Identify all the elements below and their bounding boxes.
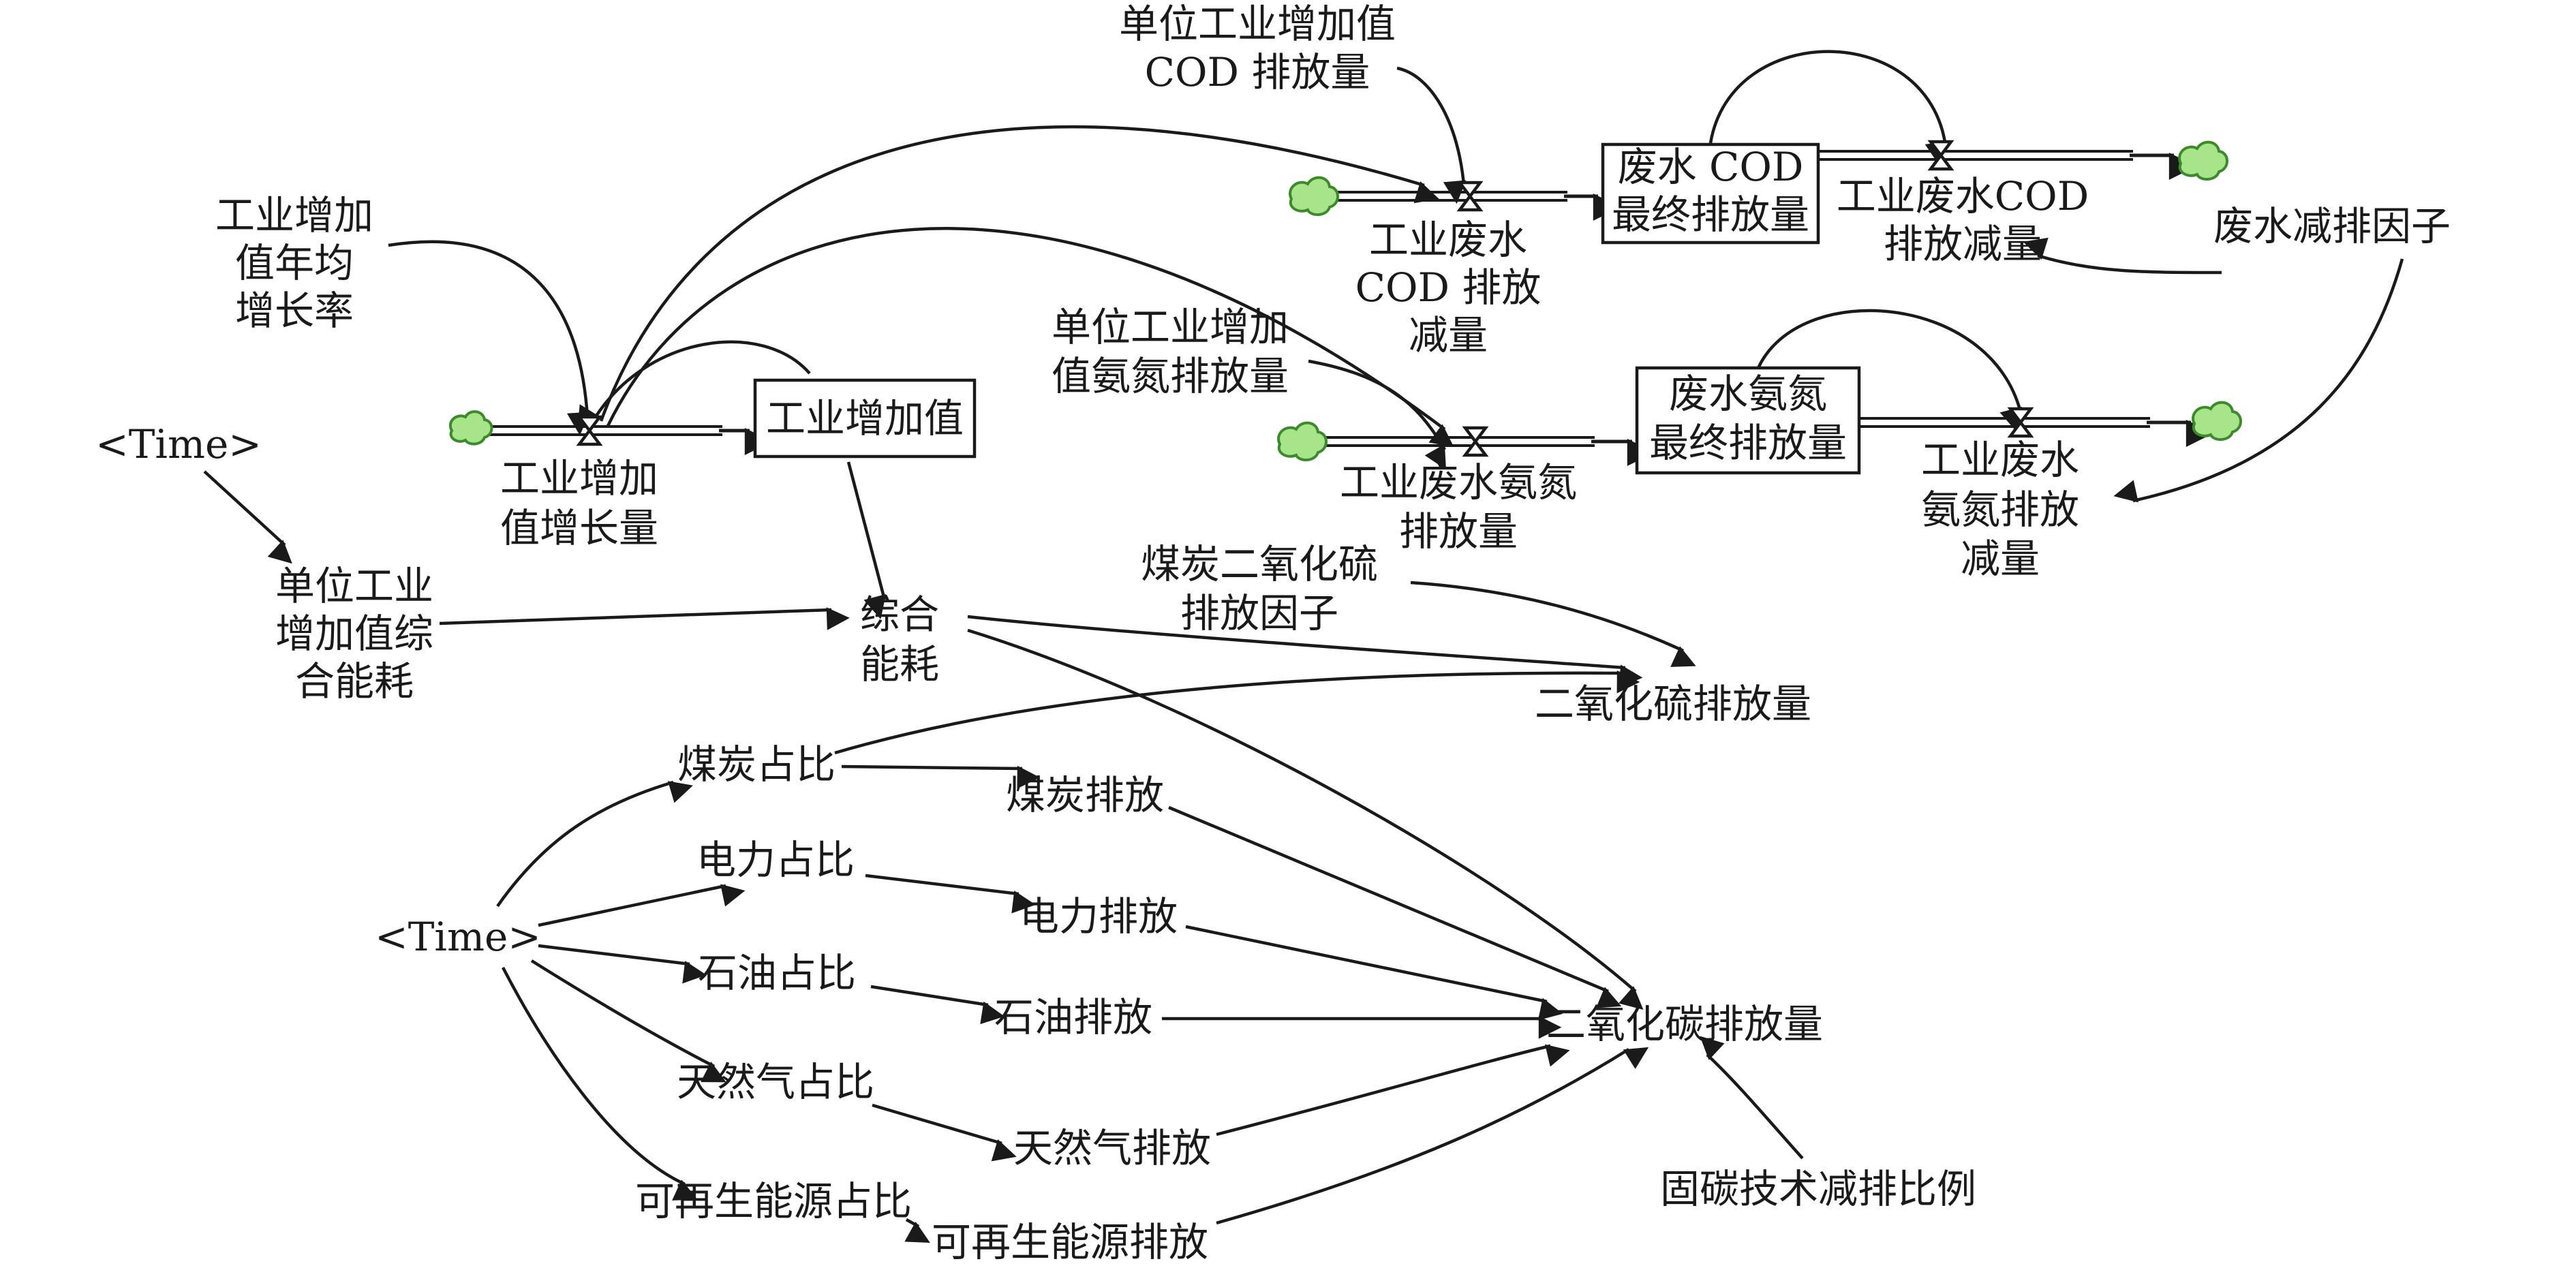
clouds [449,140,2242,461]
link-renewshare-to-renewemission [904,1218,930,1243]
link-powershare-to-poweremission [865,873,1036,914]
var-co2-emission[interactable]: 二氧化碳排放量 [1546,1001,1823,1047]
flow-cod-reduction-in[interactable]: 减量 [1409,312,1488,358]
flow-ammonia-reduction-out[interactable]: 工业废水 [1921,437,2079,483]
var-so2-emission[interactable]: 二氧化硫排放量 [1535,681,1811,727]
cloud-source-ammonia-icon [1277,421,1328,461]
var-carbon-fixation[interactable]: 固碳技术减排比例 [1660,1166,1976,1212]
link-gasemission-to-co2 [1216,1044,1570,1136]
stock-label: 最终排放量 [1649,420,1847,466]
valve-cod-in-icon [1456,181,1484,212]
stock-ammonia-final[interactable]: 废水氨氮 最终排放量 [1635,366,1861,475]
var-coal-emission[interactable]: 煤炭排放 [1006,772,1164,818]
link-so2factor-to-so2 [1410,581,1696,667]
var-energy-per-unit[interactable]: 增加值综 [275,610,433,657]
var-growth-rate[interactable]: 工业增加 [215,192,373,238]
var-coal-so2-factor[interactable]: 排放因子 [1180,590,1338,636]
var-cod-per-unit[interactable]: COD 排放量 [1145,49,1370,95]
link-gasshare-to-gasemission [872,1103,1017,1162]
link-oilshare-to-oilemission [870,985,1005,1025]
variable-labels: 工业增加 值年均 增长率 <Time> 工业增加 值增长量 单位工业 增加值综 … [95,1,2451,1265]
flow-ammonia-emission-in[interactable]: 工业废水氨氮 [1340,459,1577,506]
var-gas-share[interactable]: 天然气占比 [677,1059,874,1105]
var-cod-per-unit[interactable]: 单位工业增加值 [1119,1,1396,47]
var-time-top[interactable]: <Time> [95,421,262,467]
stock-industrial-value-added[interactable]: 工业增加值 [753,378,977,459]
var-growth-rate[interactable]: 值年均 [235,240,354,286]
var-oil-share[interactable]: 石油占比 [698,950,856,996]
var-renew-share[interactable]: 可再生能源占比 [635,1178,912,1224]
link-codper-to-cod-reduction [1396,66,1467,204]
valve-ammonia-in-icon [1462,426,1489,457]
link-ammonia-stock-to-ammonia-out-loop [1756,309,2023,432]
valve-cod-out-icon [1927,140,1954,171]
valve-value-added-icon [576,415,603,446]
var-renew-emission[interactable]: 可再生能源排放 [932,1219,1208,1265]
link-growthrate-to-growth [388,240,590,436]
var-wastewater-factor[interactable]: 废水减排因子 [2213,203,2451,249]
valve-ammonia-out-icon [2007,407,2034,438]
var-energy-per-unit[interactable]: 单位工业 [275,563,433,609]
link-time-to-renewshare [502,966,698,1201]
flow-ammonia-reduction-out[interactable]: 氨氮排放 [1921,486,2079,533]
link-coalemission-to-co2 [1168,805,1622,1008]
link-time-to-gasshare [530,959,726,1083]
var-ammonia-per-unit[interactable]: 值氨氮排放量 [1052,353,1289,399]
link-poweremission-to-co2 [1185,925,1563,1021]
link-growth-to-cod-reduction [599,125,1439,422]
link-time-to-oilshare [538,944,707,984]
link-coalshare-to-coalemission [841,764,1041,789]
var-coal-share[interactable]: 煤炭占比 [677,741,835,788]
flow-ammonia-reduction-out[interactable]: 减量 [1961,536,2040,582]
link-ammoniaper-to-ammonia-emission [1308,359,1446,470]
var-coal-so2-factor[interactable]: 煤炭二氧化硫 [1141,541,1378,587]
link-energy-to-so2 [967,615,1643,688]
link-cod-stock-to-cod-out-loop [1708,50,1948,166]
var-energy-per-unit[interactable]: 合能耗 [295,658,414,705]
flow-cod-reduction-in[interactable]: COD 排放 [1355,264,1542,311]
link-value-to-energy [846,461,887,619]
var-gas-emission[interactable]: 天然气排放 [1013,1125,1211,1171]
link-energyper-to-energy [439,607,850,630]
var-power-emission[interactable]: 电力排放 [1019,893,1178,940]
flow-value-added-growth[interactable]: 值增长量 [500,505,658,551]
stock-cod-final[interactable]: 废水 COD 最终排放量 [1601,142,1820,245]
link-time-to-energyper [203,470,292,564]
var-time-bottom[interactable]: <Time> [375,914,541,960]
link-coalshare-to-so2 [834,670,1640,755]
flow-ammonia-emission-in[interactable]: 排放量 [1399,508,1518,555]
stock-label: 废水氨氮 [1669,371,1827,417]
var-growth-rate[interactable]: 增长率 [235,288,354,334]
stock-label: 最终排放量 [1612,191,1809,238]
link-energy-to-co2 [967,628,1644,1010]
link-carbonfix-to-co2 [1700,1036,1804,1160]
flow-cod-reduction-out[interactable]: 排放减量 [1884,221,2042,267]
stock-label: 废水 COD [1618,144,1804,190]
link-factor-to-ammonia-out [2113,258,2404,503]
link-growth-to-ammonia-emission [606,227,1454,448]
link-renewemission-to-co2 [1216,1047,1649,1225]
var-oil-emission[interactable]: 石油排放 [994,994,1152,1040]
cloud-source-value-added-icon [449,410,493,446]
var-power-share[interactable]: 电力占比 [696,837,855,883]
var-comprehensive-energy[interactable]: 综合 [860,591,939,638]
cloud-sink-cod-icon [2178,140,2228,181]
link-time-to-coalshare [496,780,693,908]
var-comprehensive-energy[interactable]: 能耗 [860,641,939,687]
link-value-to-growth-loop [577,340,811,430]
link-factor-to-cod-out [2023,237,2222,275]
link-time-to-powershare [538,884,746,927]
causal-links [203,50,2404,1243]
flow-cod-reduction-out[interactable]: 工业废水COD [1837,173,2089,219]
flow-cod-reduction-in[interactable]: 工业废水 [1369,217,1527,263]
cloud-sink-ammonia-icon [2192,401,2242,441]
var-ammonia-per-unit[interactable]: 单位工业增加 [1052,304,1289,350]
stock-label: 工业增加值 [766,395,964,442]
valves [576,140,2034,457]
cloud-source-cod-icon [1289,176,1339,216]
flow-value-added-growth[interactable]: 工业增加 [500,455,658,501]
